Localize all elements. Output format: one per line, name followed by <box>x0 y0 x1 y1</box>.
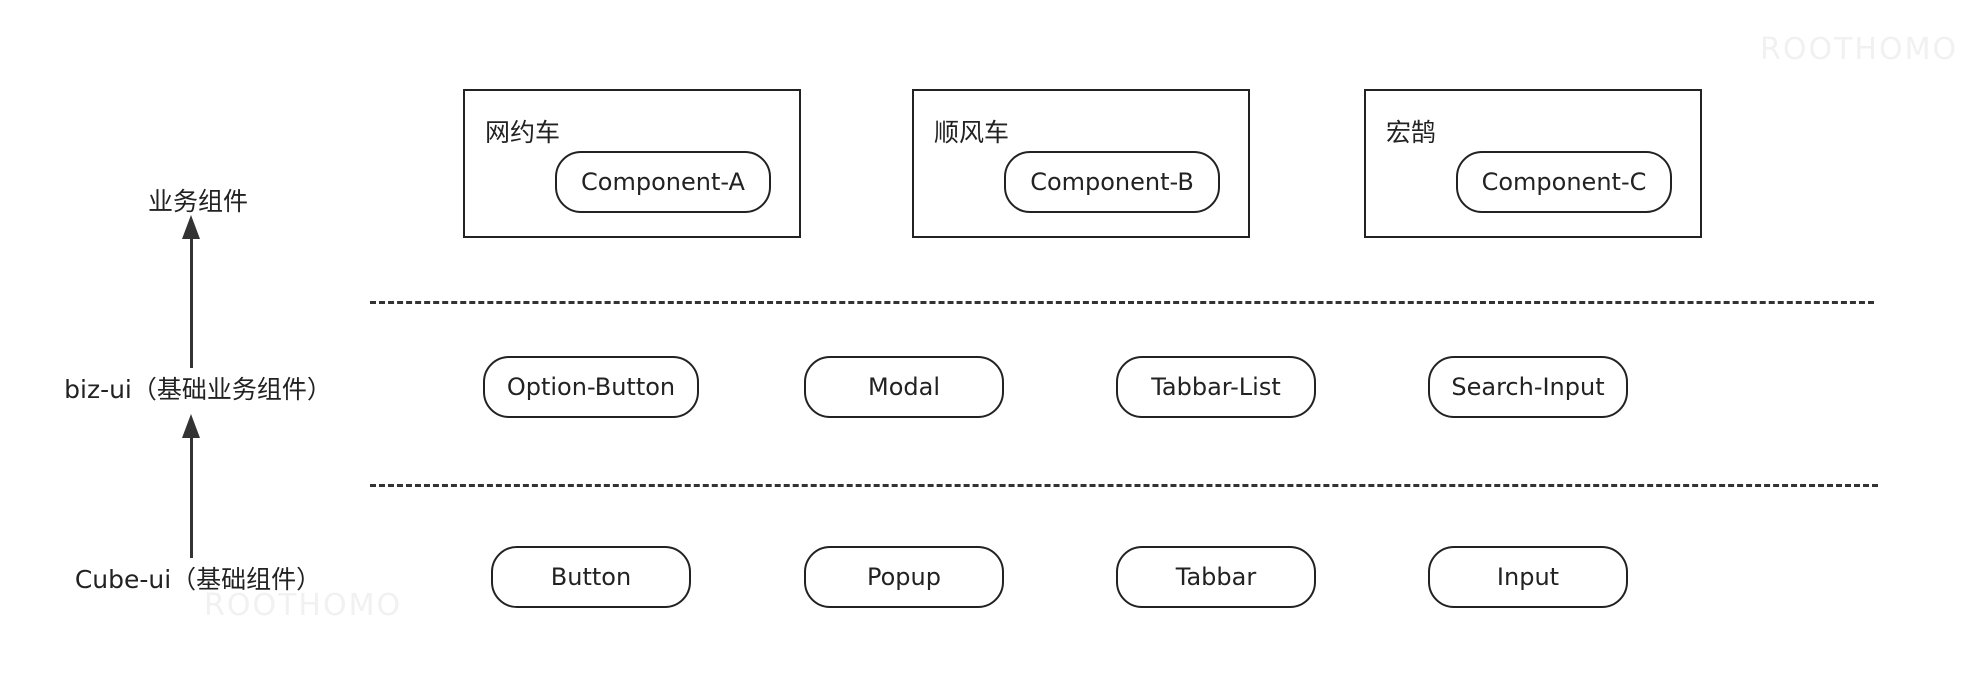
component-label: Component-A <box>581 168 745 196</box>
component-label: Component-C <box>1481 168 1647 196</box>
base-component-tabbar: Tabbar <box>1116 546 1316 608</box>
watermark-bottom-left: ROOTHOMO <box>204 588 403 623</box>
component-b-pill: Component-B <box>1004 151 1220 213</box>
layer-label-biz-ui: biz-ui（基础业务组件） <box>64 375 332 404</box>
base-component-input: Input <box>1428 546 1628 608</box>
layer-label-business: 业务组件 <box>147 187 249 216</box>
component-label: Input <box>1496 563 1560 591</box>
biz-component-tabbar-list: Tabbar-List <box>1116 356 1316 418</box>
layer-label-cube-ui: Cube-ui（基础组件） <box>74 565 322 594</box>
component-label: Tabbar-List <box>1151 373 1281 401</box>
component-c-pill: Component-C <box>1456 151 1672 213</box>
component-label: Search-Input <box>1451 373 1605 401</box>
component-label: Modal <box>868 373 940 401</box>
biz-component-modal: Modal <box>804 356 1004 418</box>
biz-component-search-input: Search-Input <box>1428 356 1628 418</box>
base-component-popup: Popup <box>804 546 1004 608</box>
business-group-honghu: 宏鹄 Component-C <box>1364 89 1702 238</box>
arrow-up-head-lower <box>182 414 200 438</box>
separator-biz-base <box>370 484 1878 487</box>
group-title: 顺风车 <box>934 118 1010 147</box>
arrow-up-head-upper <box>182 215 200 239</box>
component-label: Button <box>550 563 632 591</box>
arrow-up-shaft-upper <box>190 236 193 368</box>
business-group-carpool: 顺风车 Component-B <box>912 89 1250 238</box>
business-group-ride-hailing: 网约车 Component-A <box>463 89 801 238</box>
group-title: 网约车 <box>485 118 561 147</box>
separator-business-biz <box>370 301 1874 304</box>
component-label: Tabbar <box>1175 563 1257 591</box>
component-label: Popup <box>867 563 941 591</box>
biz-component-option-button: Option-Button <box>483 356 699 418</box>
component-label: Option-Button <box>506 373 676 401</box>
base-component-button: Button <box>491 546 691 608</box>
group-title: 宏鹄 <box>1386 118 1437 147</box>
component-a-pill: Component-A <box>555 151 771 213</box>
component-label: Component-B <box>1030 168 1194 196</box>
arrow-up-shaft-lower <box>190 436 193 558</box>
watermark-top-right: ROOTHOMO <box>1760 32 1959 67</box>
